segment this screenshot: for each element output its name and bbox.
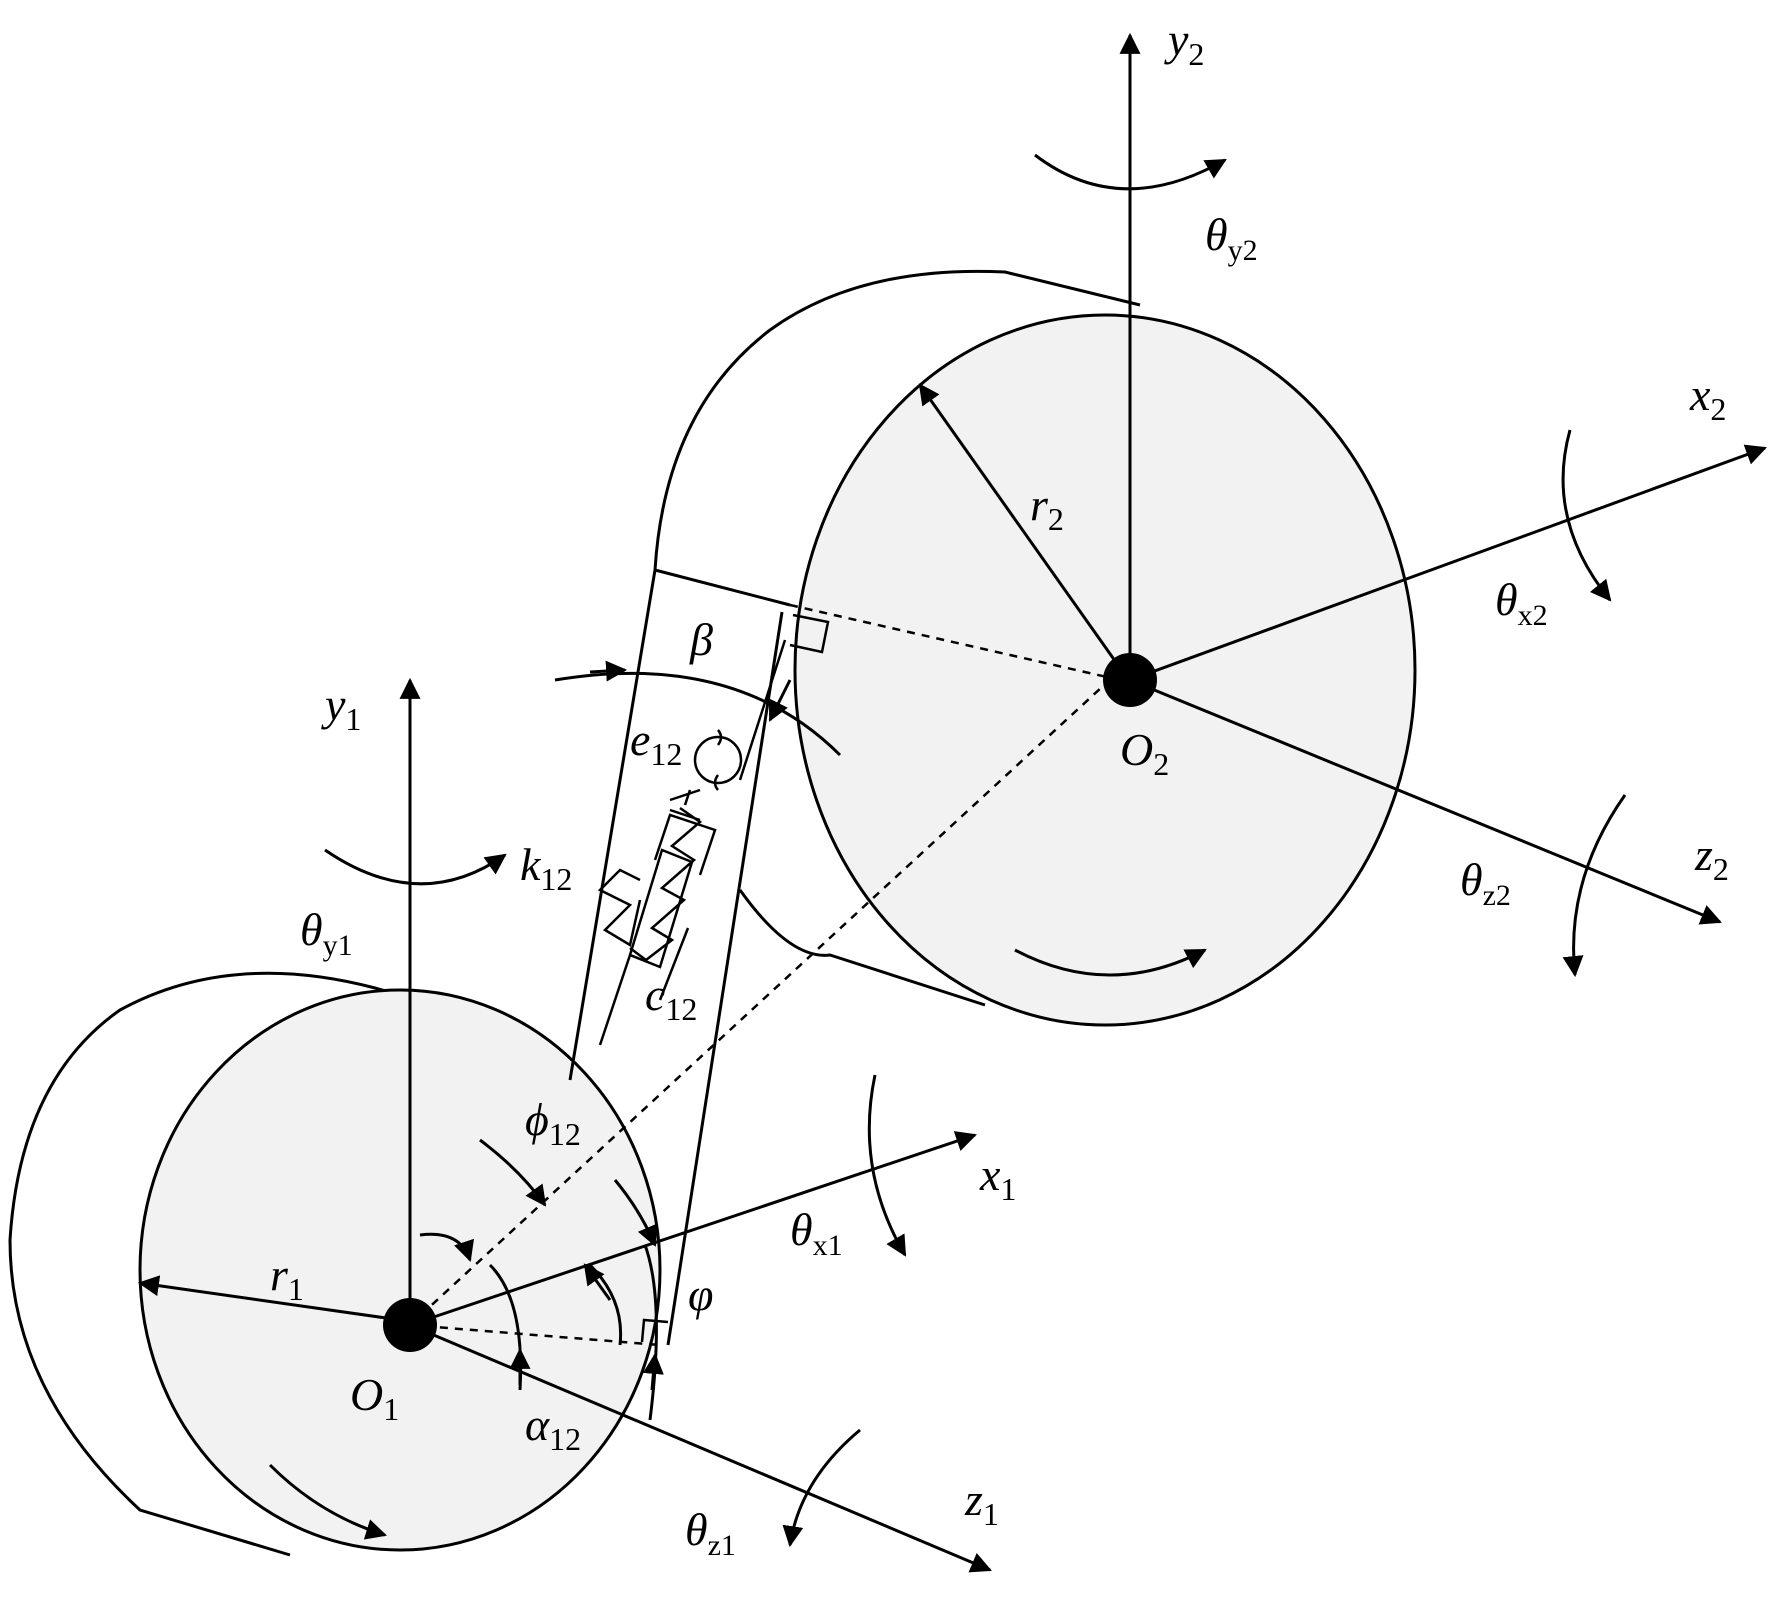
label-theta-z2: θz2 [1460,854,1511,912]
label-theta-y2: θy2 [1205,209,1258,267]
spring-damper [597,639,787,1046]
label-theta-x1: θx1 [790,1204,843,1262]
belt [568,568,791,1346]
label-theta-z1: θz1 [685,1504,736,1562]
label-O1: O1 [350,1369,399,1427]
beta-arrow-head-left [589,660,628,682]
theta-y1-arrow [324,848,507,886]
spring-coil [629,806,703,962]
pulley-2-back [653,269,1141,1007]
varphi-arc [643,1244,658,1421]
theta-x1-arrow [867,1074,907,1257]
r2-arrow [918,383,1127,676]
z2-axis [1129,678,1722,925]
O1-center [383,1298,437,1352]
theta-z1-arrow [782,1428,861,1548]
theta-x2-arrow [1561,429,1612,602]
label-k12: k12 [520,839,572,897]
label-theta-y1: θy1 [300,904,353,962]
label-e12: e12 [630,714,682,772]
label-x2: x2 [1689,369,1726,427]
pulley-1-back [8,971,411,1557]
beta-arrow-head-right [768,679,792,722]
pulley-2-rotation-arrow [1014,948,1207,977]
varphi-arrow-head [642,1352,664,1391]
O2-center [1103,653,1157,707]
theta-y2-arrow [1034,153,1227,191]
construction-lines [409,603,1121,1347]
label-r2: r2 [1030,479,1064,537]
phi12-arc-outer [613,1179,658,1247]
label-varphi: φ [688,1269,713,1320]
z1-axis [409,1323,992,1573]
pulley-1-rotation-arrow [268,1463,388,1540]
x2-axis [1129,444,1767,682]
pulley-1-face [138,988,662,1552]
label-x1: x1 [979,1149,1016,1207]
r1-arrow [137,1275,401,1322]
label-z1: z1 [964,1474,999,1532]
label-y2: y2 [1164,14,1204,72]
label-O2: O2 [1120,724,1169,782]
label-z2: z2 [1694,829,1729,887]
angle-arc-1 [419,1232,474,1262]
phi12-arc [479,1138,547,1207]
angle-arc-3-head [583,1263,612,1301]
label-phi12: ϕ12 [525,1094,581,1152]
label-c12: c12 [645,969,697,1027]
label-r1: r1 [270,1249,304,1307]
label-beta: β [689,614,713,665]
right-angle-top [789,613,830,654]
label-alpha12: α12 [525,1399,581,1457]
beta-arrow [554,671,842,757]
x1-axis [409,1131,977,1327]
label-y1: y1 [321,679,361,737]
theta-z2-arrow [1562,794,1627,978]
label-theta-x2: θx2 [1495,574,1548,632]
right-angle-bottom [640,1318,669,1343]
